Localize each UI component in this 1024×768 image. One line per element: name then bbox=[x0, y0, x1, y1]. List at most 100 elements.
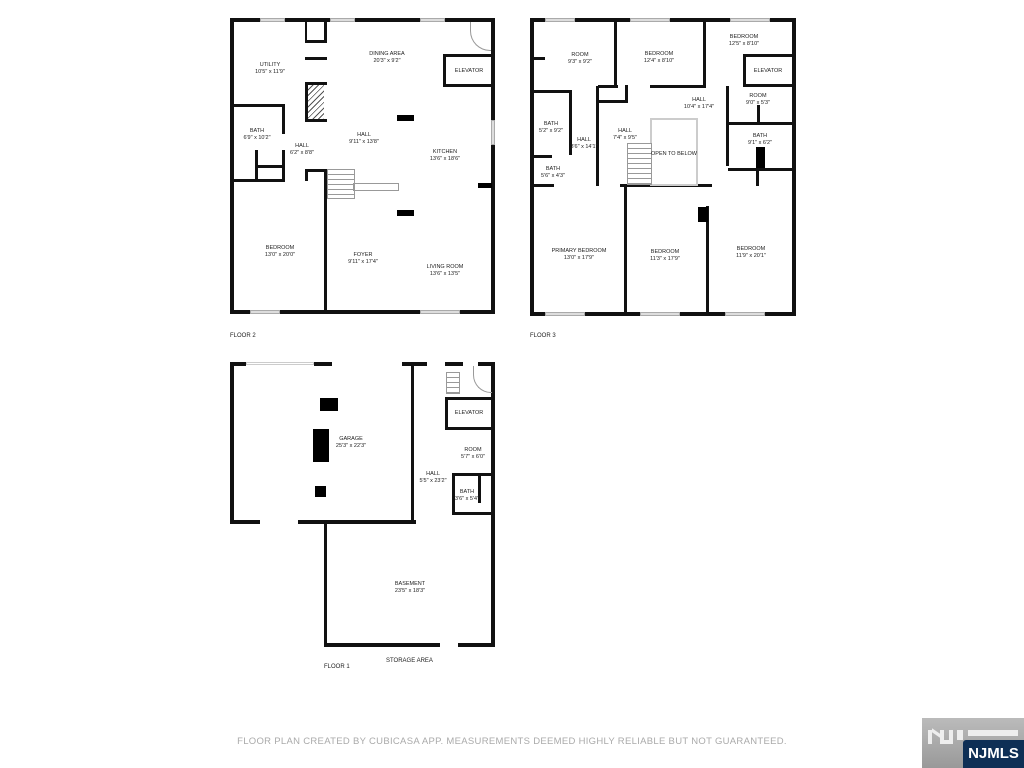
watermark-stroke bbox=[949, 730, 953, 742]
stairs bbox=[446, 372, 460, 394]
wall bbox=[569, 90, 572, 155]
garage-door bbox=[246, 362, 314, 365]
floor-label: FLOOR 1 bbox=[324, 664, 350, 670]
fireplace bbox=[308, 85, 324, 119]
wall bbox=[530, 155, 552, 158]
watermark-stroke bbox=[932, 728, 940, 738]
wall bbox=[757, 105, 760, 123]
disclaimer-footer: FLOOR PLAN CREATED BY CUBICASA APP. MEAS… bbox=[237, 736, 787, 747]
wall bbox=[491, 362, 495, 518]
wall bbox=[305, 57, 327, 60]
window bbox=[491, 120, 495, 145]
wall bbox=[305, 169, 327, 172]
wall bbox=[443, 84, 495, 87]
wall bbox=[478, 362, 494, 366]
wall bbox=[282, 104, 285, 134]
column bbox=[320, 398, 338, 411]
wall bbox=[491, 18, 495, 314]
wall bbox=[756, 168, 759, 186]
wall bbox=[305, 82, 327, 85]
watermark-stroke bbox=[944, 740, 953, 744]
wall bbox=[305, 22, 307, 42]
wall bbox=[230, 362, 246, 366]
wall bbox=[305, 40, 327, 43]
wall bbox=[230, 18, 234, 314]
wall bbox=[726, 122, 796, 125]
wall bbox=[728, 168, 796, 171]
wall bbox=[458, 643, 495, 647]
wall bbox=[530, 18, 534, 316]
wall bbox=[445, 362, 463, 366]
window bbox=[330, 18, 355, 22]
window bbox=[640, 312, 680, 316]
wall bbox=[230, 310, 495, 314]
wall bbox=[625, 85, 628, 103]
wall bbox=[452, 473, 455, 513]
watermark-stroke bbox=[940, 730, 944, 744]
column bbox=[698, 207, 708, 222]
room-label: ELEVATOR bbox=[454, 410, 484, 416]
wall bbox=[230, 179, 285, 182]
wall bbox=[445, 427, 495, 430]
window bbox=[725, 312, 765, 316]
wall bbox=[478, 473, 481, 503]
wall bbox=[230, 520, 260, 524]
wall bbox=[324, 169, 327, 312]
wall bbox=[598, 85, 618, 88]
window bbox=[730, 18, 770, 22]
wall bbox=[314, 362, 332, 366]
window bbox=[260, 18, 285, 22]
room-label: ELEVATOR bbox=[454, 68, 484, 74]
spiral-stairs bbox=[470, 22, 491, 51]
njmls-logo: NJMLS bbox=[963, 740, 1024, 768]
room-label: OPEN TO BELOW bbox=[651, 151, 697, 157]
wall bbox=[255, 165, 283, 168]
wall bbox=[491, 515, 495, 646]
storage-area-label: STORAGE AREA bbox=[386, 658, 433, 664]
wall bbox=[324, 643, 440, 647]
wall bbox=[445, 397, 495, 400]
spiral-stairs bbox=[473, 366, 492, 393]
wall bbox=[706, 206, 709, 314]
wall bbox=[703, 22, 706, 86]
floor-label: FLOOR 2 bbox=[230, 333, 256, 339]
wall bbox=[298, 520, 416, 524]
wall bbox=[282, 150, 285, 180]
wall bbox=[530, 184, 554, 187]
wall bbox=[443, 54, 446, 86]
watermark-stroke bbox=[968, 730, 1018, 736]
room-label: ELEVATOR bbox=[753, 68, 783, 74]
wall bbox=[324, 523, 327, 646]
watermark-stroke bbox=[957, 730, 963, 740]
wall bbox=[598, 100, 628, 103]
column bbox=[756, 147, 765, 168]
wall bbox=[230, 104, 285, 107]
wall bbox=[530, 57, 545, 60]
wall bbox=[530, 90, 572, 93]
wall bbox=[445, 397, 448, 429]
railing bbox=[353, 183, 399, 191]
wall bbox=[596, 86, 599, 186]
wall bbox=[452, 512, 494, 515]
column bbox=[478, 183, 492, 188]
wall bbox=[624, 184, 627, 314]
wall bbox=[614, 22, 617, 86]
wall bbox=[726, 86, 729, 166]
wall bbox=[650, 85, 706, 88]
window bbox=[545, 312, 585, 316]
